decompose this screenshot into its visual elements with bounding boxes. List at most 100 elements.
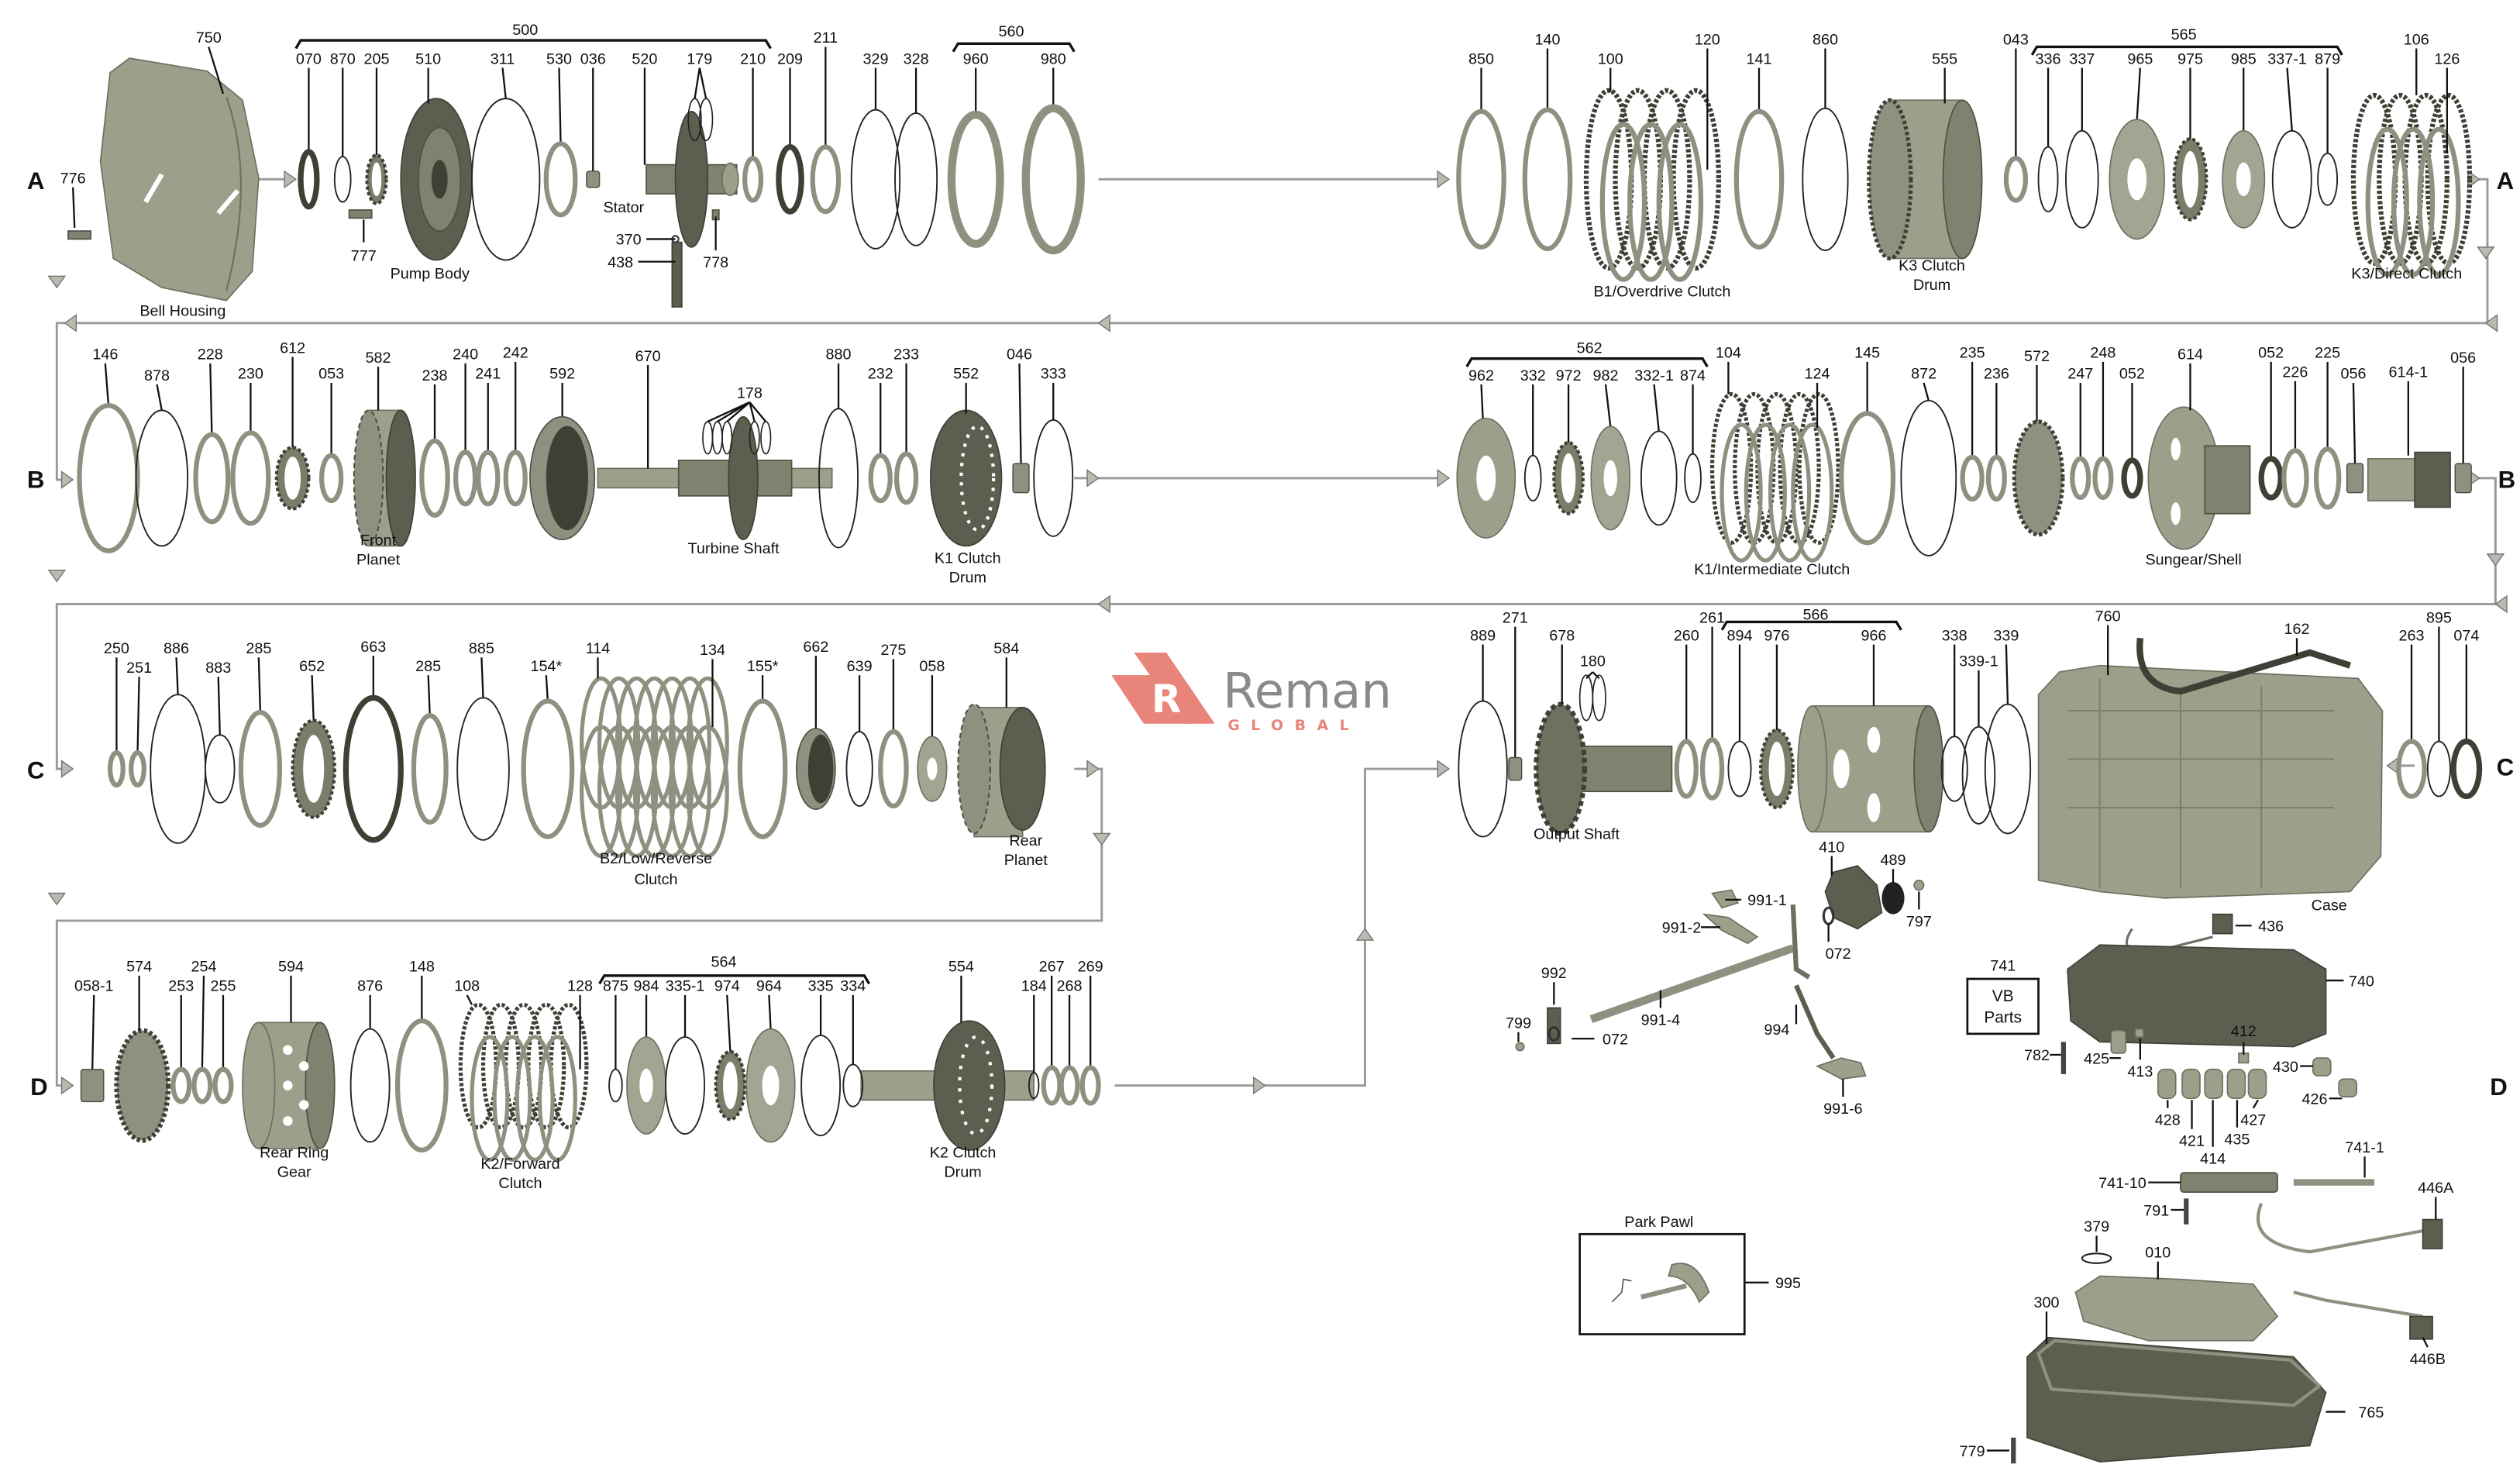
- callout-label: 776: [60, 171, 86, 188]
- part-bore: [639, 1068, 653, 1103]
- callout-label: 235: [1960, 345, 1985, 362]
- part-caption: K1 Clutch: [935, 550, 1001, 567]
- flow-arrowhead: [1086, 760, 1100, 778]
- leader-line: [1923, 382, 1930, 401]
- part-shape: [476, 450, 501, 507]
- callout-label: 269: [1078, 959, 1103, 976]
- part-bore: [927, 757, 938, 780]
- callout-label: 880: [826, 346, 852, 363]
- callout-label: 248: [2090, 345, 2115, 362]
- callout-label: 965: [2127, 50, 2153, 67]
- callout-label: 058-1: [74, 978, 114, 995]
- part-caption: Planet: [1004, 852, 1048, 869]
- callout-label: 741-10: [2098, 1175, 2146, 1192]
- row-letter-c-right: C: [2497, 753, 2515, 780]
- callout-label: 413: [2127, 1063, 2153, 1080]
- callout-label: 552: [953, 366, 979, 383]
- part-shape: [2121, 457, 2143, 499]
- callout-label: 338: [1942, 627, 1967, 644]
- callout-label: 205: [363, 50, 389, 67]
- leader-line: [2352, 382, 2356, 464]
- flow-arrowhead: [1097, 313, 1110, 332]
- assembly-bracket: [1720, 620, 1902, 631]
- part-shape: [608, 1068, 623, 1103]
- flow-arrowhead: [1252, 1076, 1266, 1095]
- callout-label: 410: [1819, 839, 1844, 856]
- flow-arrowhead: [60, 1076, 74, 1095]
- callout-label: 765: [2358, 1404, 2384, 1421]
- gear-572-part: [2012, 419, 2065, 537]
- leader-line: [91, 994, 95, 1070]
- part-shape: [2313, 446, 2342, 510]
- part-caption: K2/Forward: [480, 1156, 559, 1173]
- flow-arrowhead: [2486, 553, 2505, 567]
- callout-label: 850: [1468, 50, 1494, 67]
- logo-tagline: GLOBAL: [1227, 718, 1360, 734]
- part-caption: B1/Overdrive Clutch: [1593, 283, 1730, 300]
- leader-line: [1604, 384, 1612, 427]
- part-bore: [1561, 453, 1576, 504]
- part-caption: K3 Clutch: [1899, 257, 1965, 274]
- callout-label: 046: [1007, 346, 1032, 363]
- callout-label: 255: [210, 978, 236, 995]
- leader-line: [1480, 384, 1484, 419]
- callout-label: 333: [1041, 366, 1066, 383]
- part-shape: [1523, 454, 1542, 502]
- park-pawl-box: [1578, 1232, 1746, 1335]
- callout-label: 254: [191, 959, 216, 976]
- callout-label: 883: [205, 660, 231, 677]
- part-shape: [2396, 739, 2427, 799]
- part-caption: Clutch: [634, 871, 677, 888]
- callout-label: 134: [700, 642, 725, 659]
- callout-label: 253: [168, 978, 194, 995]
- part-bore: [1768, 742, 1785, 797]
- callout-label: 791: [2143, 1202, 2169, 1219]
- part-shape: [1940, 736, 1968, 802]
- callout-label: 250: [104, 640, 129, 657]
- callout-label: 328: [904, 50, 929, 67]
- part-bore: [723, 1061, 738, 1110]
- part-bore: [762, 1066, 780, 1106]
- callout-label: 178: [737, 385, 763, 402]
- part-shape: [394, 1018, 449, 1153]
- callout-label: 010: [2145, 1245, 2171, 1262]
- part-caption: Front: [360, 532, 397, 549]
- callout-label: 211: [814, 29, 838, 47]
- part-shape: [2037, 146, 2059, 212]
- callout-label: 974: [714, 978, 740, 995]
- assembly-number: 560: [999, 23, 1024, 40]
- part-shape: [503, 450, 528, 507]
- callout-label: 052: [2119, 366, 2145, 383]
- callout-label: 741-1: [2345, 1139, 2384, 1156]
- part-shape: [1733, 109, 1785, 250]
- callout-label: 870: [330, 50, 356, 67]
- part-shape: [2281, 448, 2309, 508]
- part-shape: [349, 1028, 391, 1143]
- callout-label: 426: [2301, 1091, 2327, 1108]
- leader-line: [2422, 1337, 2429, 1348]
- vb-box-line2: Parts: [1984, 1008, 2022, 1026]
- part-shape: [1985, 454, 2007, 502]
- part-shape: [1012, 463, 1030, 494]
- gear-574-part: [114, 1028, 171, 1143]
- callout-label: 108: [454, 978, 480, 995]
- callout-label: 146: [92, 346, 118, 363]
- callout-label: 777: [351, 248, 377, 265]
- callout-label: 232: [868, 366, 893, 383]
- b1-overdrive-clutch-pack: [1583, 88, 1722, 282]
- part-shape: [2092, 456, 2114, 501]
- assembly-number: 565: [2171, 26, 2197, 43]
- callout-label: 052: [2258, 345, 2284, 362]
- k1-clutch-drum-part: [929, 409, 1003, 547]
- part-bore: [546, 425, 588, 531]
- callout-label: 210: [740, 50, 766, 67]
- logo-mark-letter: R: [1152, 677, 1182, 722]
- part-shape: [737, 698, 788, 839]
- leader-line: [257, 657, 262, 713]
- callout-label: 740: [2349, 973, 2374, 990]
- callout-label: 976: [1764, 627, 1789, 644]
- row-letter-b: B: [27, 466, 45, 493]
- leader-line: [2136, 67, 2142, 120]
